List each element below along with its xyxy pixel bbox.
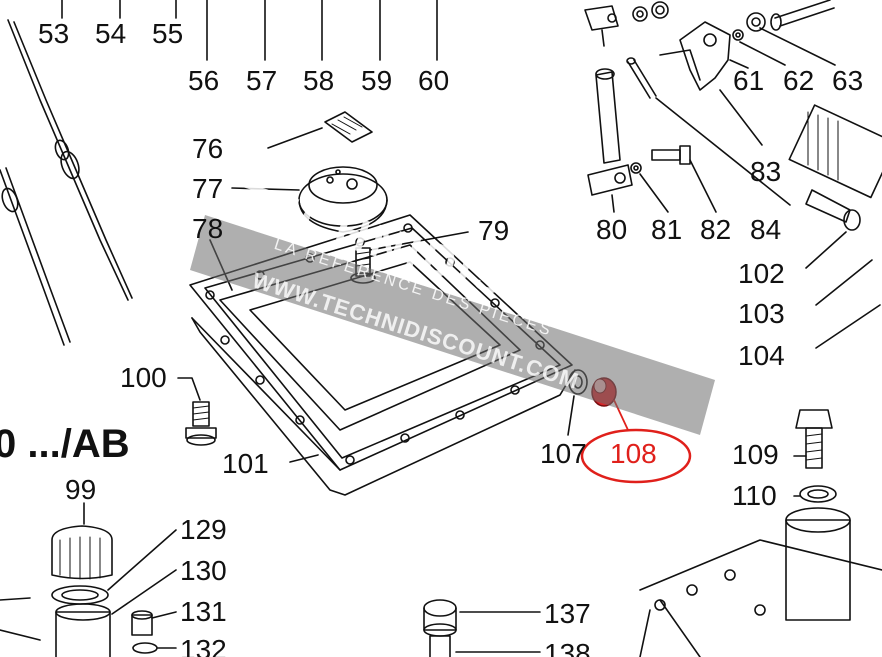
callout-101: 101 <box>222 448 269 479</box>
callout-80: 80 <box>596 214 628 245</box>
callout-76: 76 <box>192 133 224 164</box>
callout-61: 61 <box>733 65 765 96</box>
part-137-plug <box>423 599 541 657</box>
callout-130: 130 <box>180 555 227 586</box>
callout-78: 78 <box>192 213 224 244</box>
callout-81: 81 <box>651 214 683 245</box>
callout-129: 129 <box>180 514 227 545</box>
callout-59: 59 <box>361 65 393 96</box>
callout-82: 82 <box>700 214 732 245</box>
part-77-cap <box>231 166 388 233</box>
callout-56: 56 <box>188 65 220 96</box>
callout-110: 110 <box>732 480 777 511</box>
callout-77: 77 <box>192 173 224 204</box>
callout-100: 100 <box>120 362 167 393</box>
part-109-110 <box>793 409 837 503</box>
callout-58: 58 <box>303 65 335 96</box>
callout-137: 137 <box>544 598 591 629</box>
callout-103: 103 <box>738 298 785 329</box>
callout-83: 83 <box>750 156 782 187</box>
callout-108: 108 <box>610 438 657 469</box>
lever-assembly <box>584 0 836 213</box>
callout-60: 60 <box>418 65 450 96</box>
right-side-parts <box>788 104 882 349</box>
callout-104: 104 <box>738 340 785 371</box>
part-76-clip <box>267 111 373 149</box>
callout-109: 109 <box>732 439 779 470</box>
leader-lines-top <box>61 0 438 61</box>
callout-138: 138 <box>544 638 591 657</box>
part-100-bolt <box>177 377 217 446</box>
callout-57: 57 <box>246 65 278 96</box>
control-cable <box>0 19 133 346</box>
callout-79: 79 <box>478 215 510 246</box>
model-label: 0 .../AB <box>0 422 130 466</box>
bottom-right-housing <box>639 507 882 657</box>
callout-102: 102 <box>738 258 785 289</box>
callout-55: 55 <box>152 18 184 49</box>
callout-53: 53 <box>38 18 70 49</box>
callout-54: 54 <box>95 18 127 49</box>
part-108-drain-plug <box>591 377 629 431</box>
callout-84: 84 <box>750 214 782 245</box>
callout-63: 63 <box>832 65 864 96</box>
callout-107: 107 <box>540 438 587 469</box>
part-107-108 <box>567 369 588 436</box>
callout-99: 99 <box>65 474 97 505</box>
callout-132: 132 <box>180 634 227 657</box>
callout-62: 62 <box>783 65 815 96</box>
callout-131: 131 <box>180 596 227 627</box>
bottom-left-parts <box>0 502 177 657</box>
